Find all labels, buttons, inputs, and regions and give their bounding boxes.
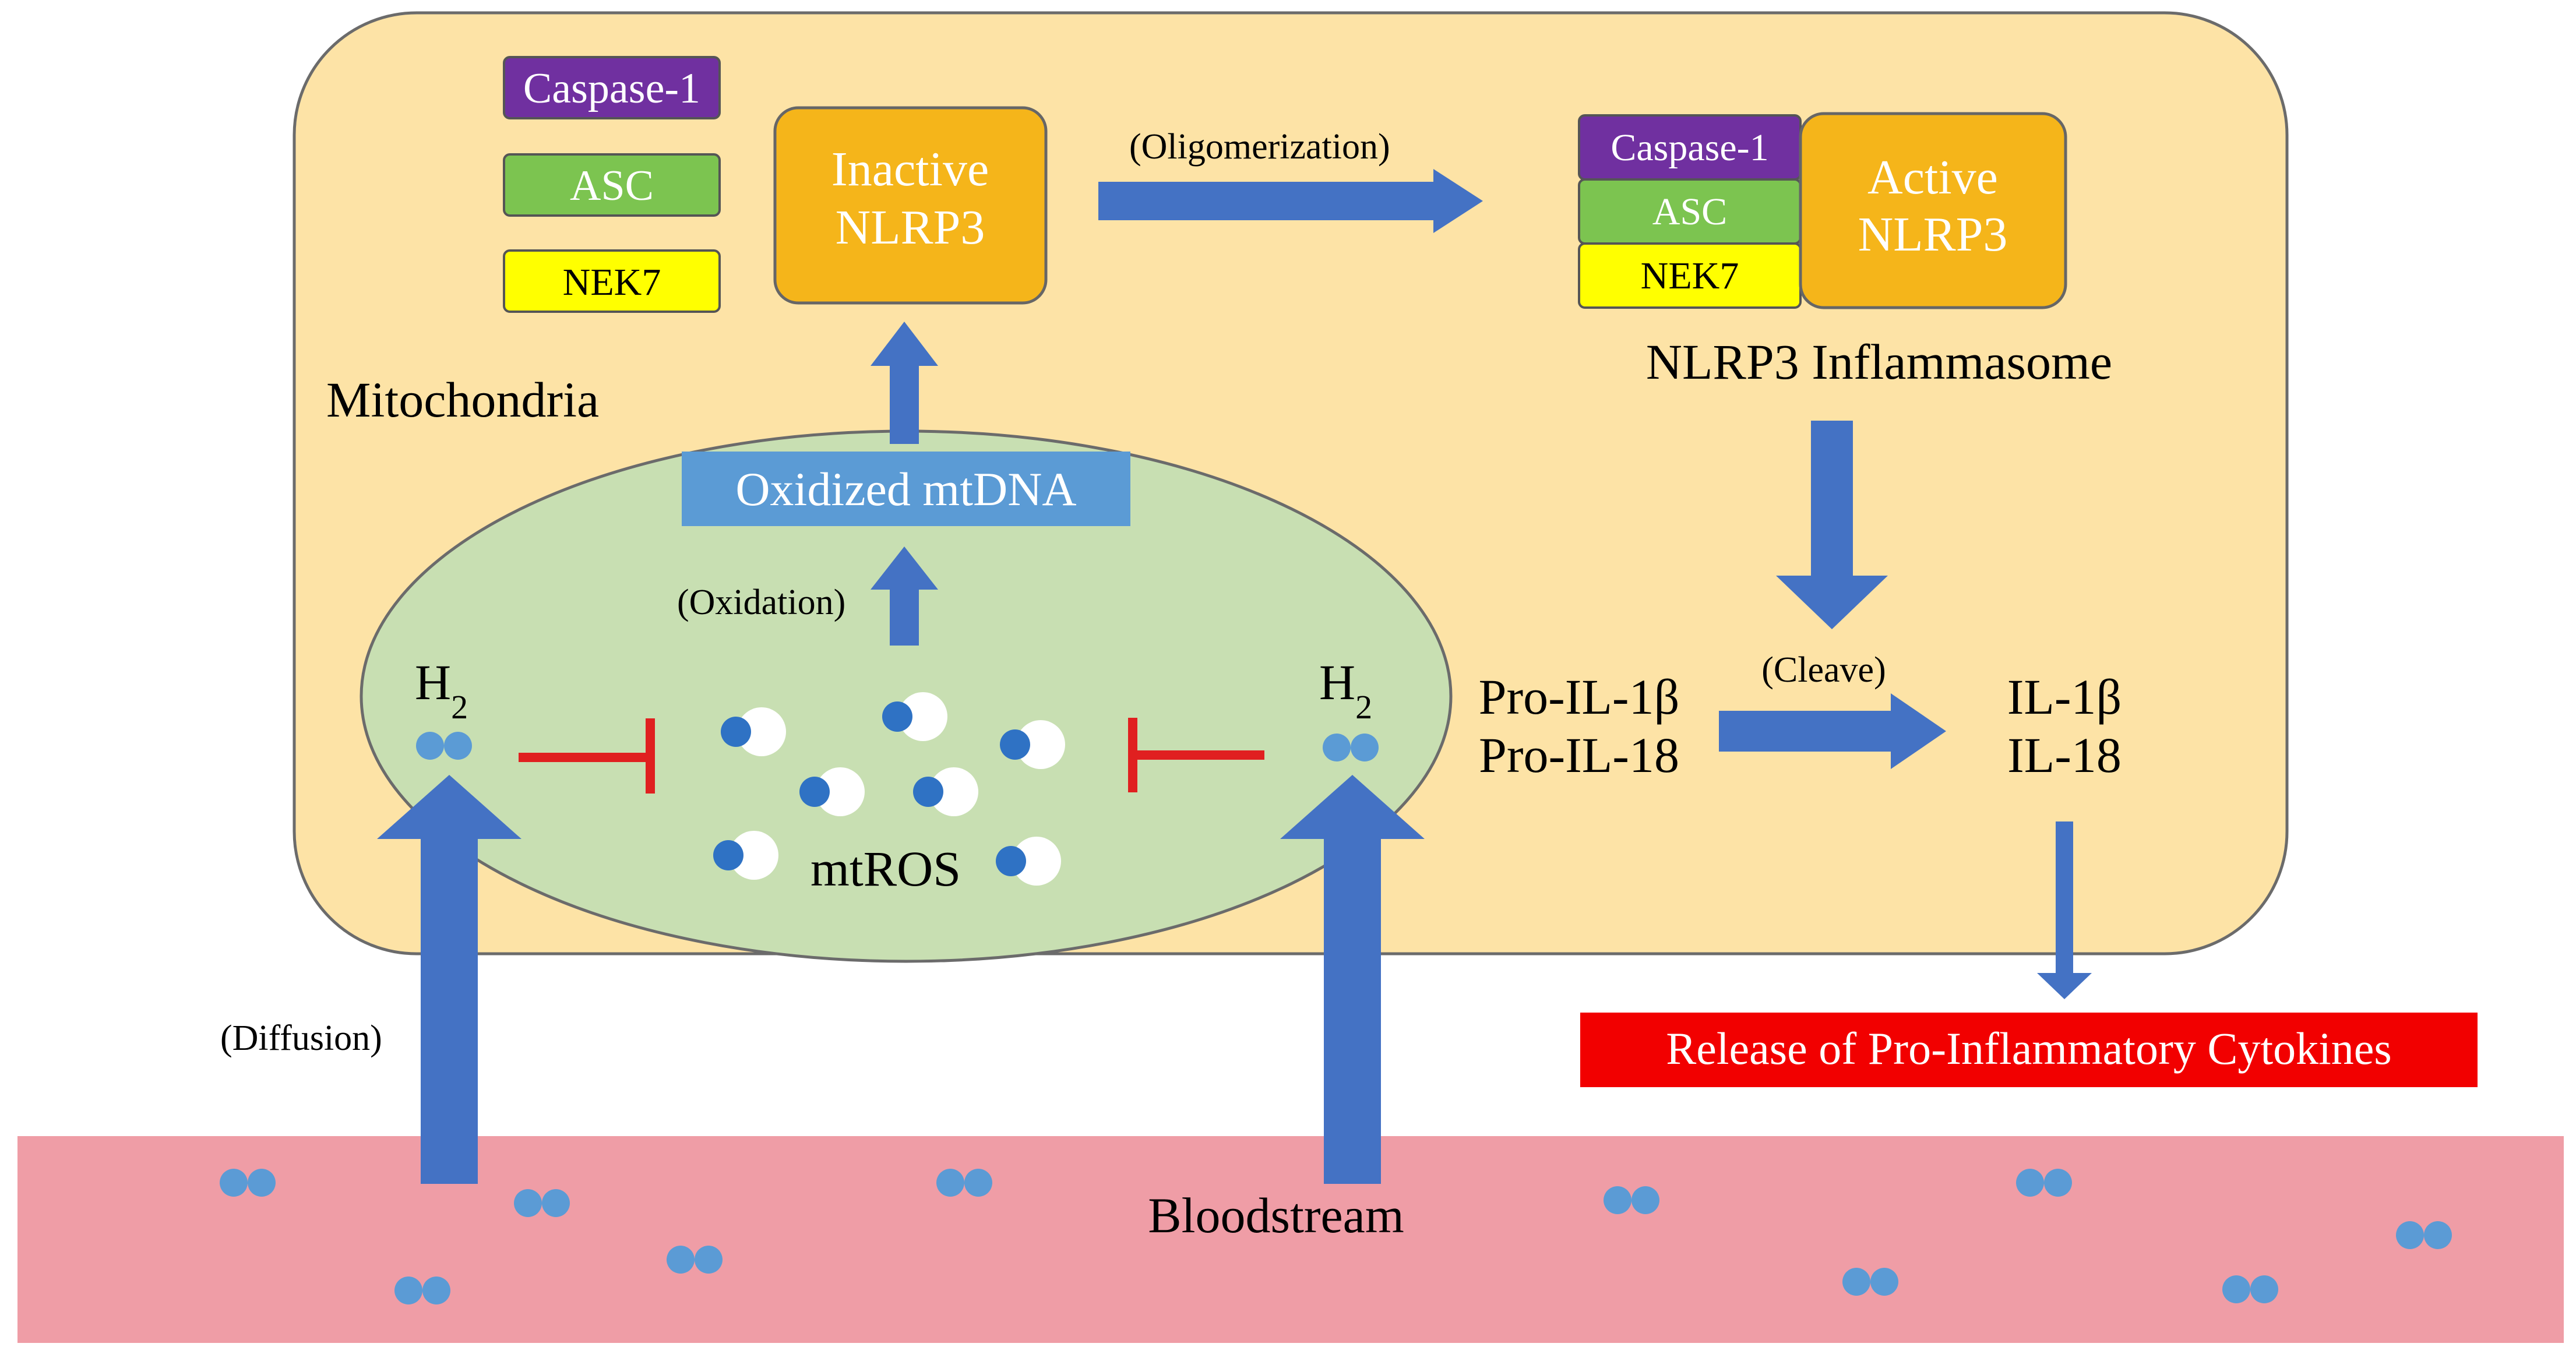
- il1b-label: IL-1β: [2007, 669, 2122, 725]
- nek7-label: NEK7: [563, 261, 661, 304]
- h2-left-label: H2: [415, 654, 468, 726]
- complex-nek7-label: NEK7: [1641, 255, 1739, 297]
- inflammasome-label: NLRP3 Inflammasome: [1646, 334, 2112, 390]
- inflammasome-down-arrow: [1776, 421, 1888, 629]
- oxidation-arrow: [871, 546, 938, 646]
- inactive-nlrp3-line1: Inactive: [831, 142, 989, 196]
- active-nlrp3-line1: Active: [1867, 150, 1998, 204]
- caspase1-label: Caspase-1: [523, 65, 700, 112]
- diffusion-label: (Diffusion): [220, 1018, 382, 1058]
- oxidation-label: (Oxidation): [677, 583, 845, 622]
- pro-il1b-label: Pro-IL-1β: [1479, 669, 1680, 725]
- pro-il18-label: Pro-IL-18: [1479, 727, 1679, 783]
- cleave-arrow: [1719, 693, 1946, 769]
- active-inflammasome-complex: Caspase-1 ASC NEK7 Active NLRP3: [1578, 112, 2067, 309]
- inhibition-right: [1128, 718, 1264, 792]
- mtdna-to-nlrp3-arrow: [871, 322, 938, 444]
- mtros-label: mtROS: [810, 841, 961, 897]
- release-arrow: [2037, 821, 2092, 999]
- oxidized-mtdna-box: Oxidized mtDNA: [682, 452, 1130, 526]
- mitochondria-label: Mitochondria: [326, 372, 599, 428]
- oligomerization-arrow: [1098, 169, 1483, 233]
- diffusion-arrow-right: [1280, 775, 1425, 1184]
- h2-right-label: H2: [1319, 654, 1372, 726]
- inactive-nlrp3-line2: NLRP3: [836, 200, 985, 255]
- caspase1-box: Caspase-1: [503, 56, 721, 119]
- asc-box: ASC: [503, 153, 721, 217]
- active-nlrp3-line2: NLRP3: [1858, 207, 2008, 262]
- active-nlrp3-box: [1799, 112, 2067, 309]
- asc-label: ASC: [570, 162, 654, 210]
- nek7-box: NEK7: [503, 249, 721, 313]
- oxidized-mtdna-label: Oxidized mtDNA: [735, 463, 1076, 516]
- il18-label: IL-18: [2007, 727, 2122, 783]
- complex-asc-label: ASC: [1652, 191, 1727, 233]
- release-box: Release of Pro-Inflammatory Cytokines: [1580, 1013, 2478, 1087]
- complex-caspase1-label: Caspase-1: [1611, 126, 1768, 169]
- oligomerization-label: (Oligomerization): [1129, 127, 1390, 167]
- bloodstream-label: Bloodstream: [1148, 1187, 1404, 1243]
- cleave-label: (Cleave): [1761, 650, 1886, 690]
- release-label: Release of Pro-Inflammatory Cytokines: [1666, 1023, 2392, 1074]
- diffusion-arrow-left: [377, 775, 521, 1184]
- inactive-nlrp3-box: Inactive NLRP3: [773, 106, 1048, 305]
- inhibition-left: [519, 718, 655, 794]
